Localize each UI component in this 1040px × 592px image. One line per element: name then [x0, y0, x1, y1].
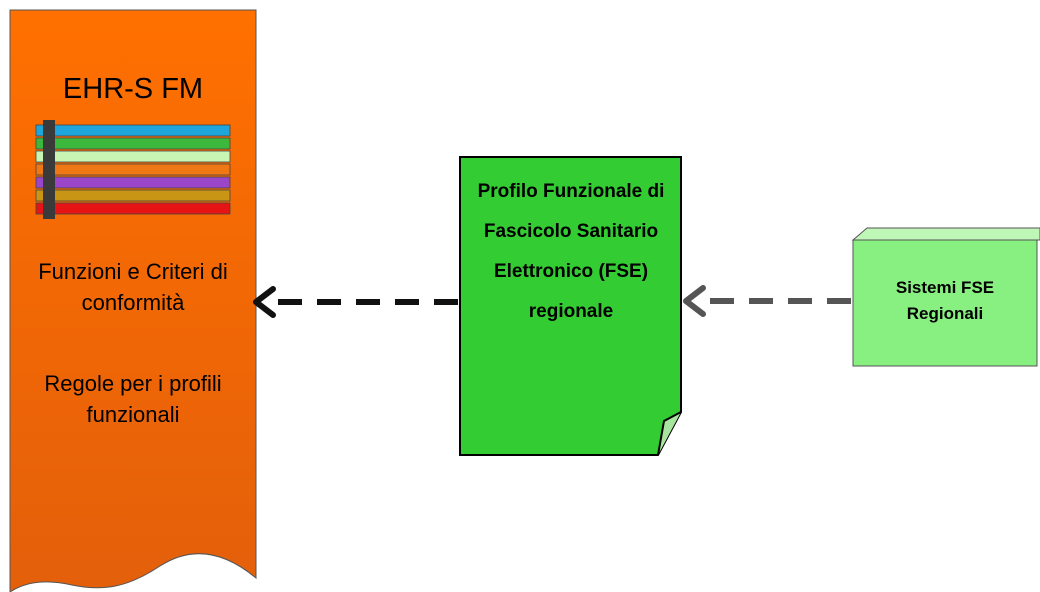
regional-systems-box-top [851, 227, 1040, 241]
regional-systems-label: Sistemi FSE Regionali [895, 278, 995, 323]
ehr-stripe [35, 202, 231, 215]
ehr-panel-title: EHR-S FM [62, 73, 204, 105]
ehr-stripes-icon [35, 120, 231, 219]
ehr-stripe [35, 137, 231, 150]
fse-document-label: Profilo Funzionale di Fascicolo Sanitari… [477, 181, 665, 322]
arrow-left-icon [253, 286, 276, 318]
ehr-stripe [35, 150, 231, 163]
ehr-stripe-binder [43, 120, 55, 219]
document-fold-icon [657, 411, 682, 456]
ehr-functions-text: Funzioni e Criteri di conformità [38, 259, 228, 315]
ehr-rules-text: Regole per i profili funzionali [44, 371, 222, 427]
arrow-left-icon [683, 285, 706, 317]
regional-systems-box [852, 239, 1038, 367]
ehr-stripe [35, 189, 231, 202]
ehr-stripe [35, 176, 231, 189]
ehr-stripe [35, 124, 231, 137]
ehr-stripe [35, 163, 231, 176]
